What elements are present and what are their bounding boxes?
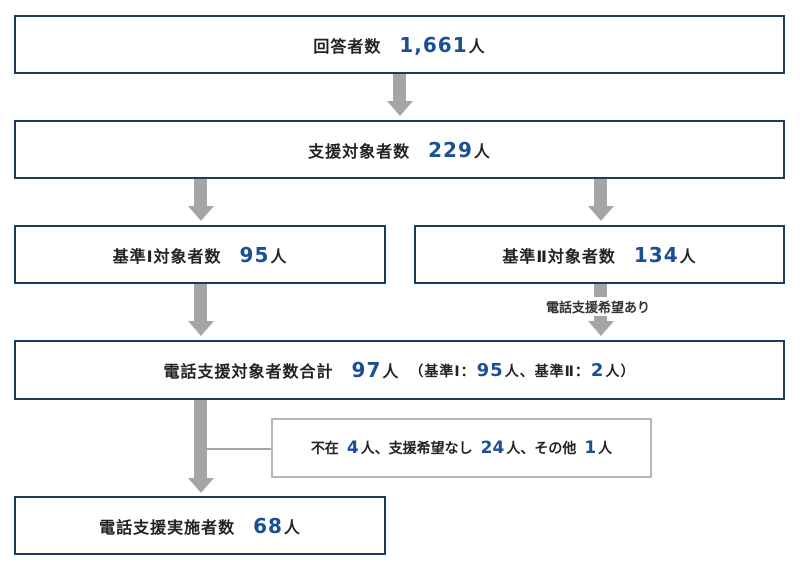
arrow-head-respondents-to-support: [387, 101, 413, 116]
respondents-box: 回答者数 1,661 人: [14, 15, 785, 74]
breakdown-open: （基準Ⅰ：: [409, 363, 476, 380]
arrow-shaft-respondents-to-support: [393, 74, 406, 102]
note-other-label: 人、その他: [506, 441, 577, 457]
note-unit: 人: [598, 441, 613, 457]
respondents-unit: 人: [468, 36, 486, 56]
arrow-head-criterion2-to-phone-total: [588, 321, 614, 336]
support-targets-unit: 人: [473, 141, 491, 161]
breakdown-close: 人）: [605, 363, 636, 380]
criterion1-unit: 人: [270, 246, 288, 266]
note-no-wish-label: 人、支援希望なし: [360, 441, 473, 457]
breakdown-criterion2-count: 2: [590, 359, 605, 381]
note-absent-count: 4: [346, 438, 359, 458]
phone-done-unit: 人: [283, 517, 301, 537]
arrow-head-support-to-criterion1: [188, 206, 214, 221]
phone-done-box: 電話支援実施者数 68 人: [14, 496, 386, 555]
criterion1-count: 95: [239, 242, 270, 267]
respondents-label: 回答者数: [313, 36, 382, 56]
phone-done-count: 68: [253, 513, 283, 538]
phone-total-count: 97: [351, 358, 382, 382]
arrow-head-phone-total-to-done: [188, 478, 214, 493]
respondents-count: 1,661: [399, 32, 468, 57]
phone-done-label: 電話支援実施者数: [99, 517, 236, 537]
note-other-count: 1: [584, 438, 597, 458]
arrow-head-support-to-criterion2: [588, 206, 614, 221]
criterion2-box: 基準Ⅱ対象者数 134 人: [414, 225, 785, 284]
phone-total-label: 電話支援対象者数合計: [163, 362, 334, 381]
criterion2-count: 134: [633, 242, 679, 267]
criterion1-label: 基準Ⅰ対象者数: [112, 246, 222, 266]
phone-total-breakdown: （基準Ⅰ：95人、基準Ⅱ：2人）: [409, 360, 635, 381]
edge-label-phone-support-wanted: 電話支援希望あり: [542, 297, 655, 316]
breakdown-criterion1-count: 95: [476, 359, 504, 381]
criterion2-label: 基準Ⅱ対象者数: [502, 246, 616, 266]
breakdown-mid: 人、基準Ⅱ：: [504, 363, 590, 380]
support-targets-box: 支援対象者数 229 人: [14, 120, 785, 179]
note-no-wish-count: 24: [480, 438, 505, 458]
arrow-shaft-phone-total-to-done: [194, 400, 207, 479]
arrow-shaft-support-to-criterion1: [194, 179, 207, 207]
arrow-shaft-criterion1-to-phone-total: [194, 284, 207, 322]
support-targets-label: 支援対象者数: [308, 141, 411, 161]
arrow-head-criterion1-to-phone-total: [188, 321, 214, 336]
branch-line-to-note: [207, 448, 271, 450]
phone-total-unit: 人: [382, 362, 400, 381]
support-targets-count: 229: [428, 137, 473, 162]
arrow-shaft-support-to-criterion2: [594, 179, 607, 207]
phone-total-box: 電話支援対象者数合計 97 人 （基準Ⅰ：95人、基準Ⅱ：2人）: [14, 340, 785, 400]
criterion2-unit: 人: [679, 246, 697, 266]
note-absent-label: 不在: [310, 441, 339, 457]
criterion1-box: 基準Ⅰ対象者数 95 人: [14, 225, 386, 284]
